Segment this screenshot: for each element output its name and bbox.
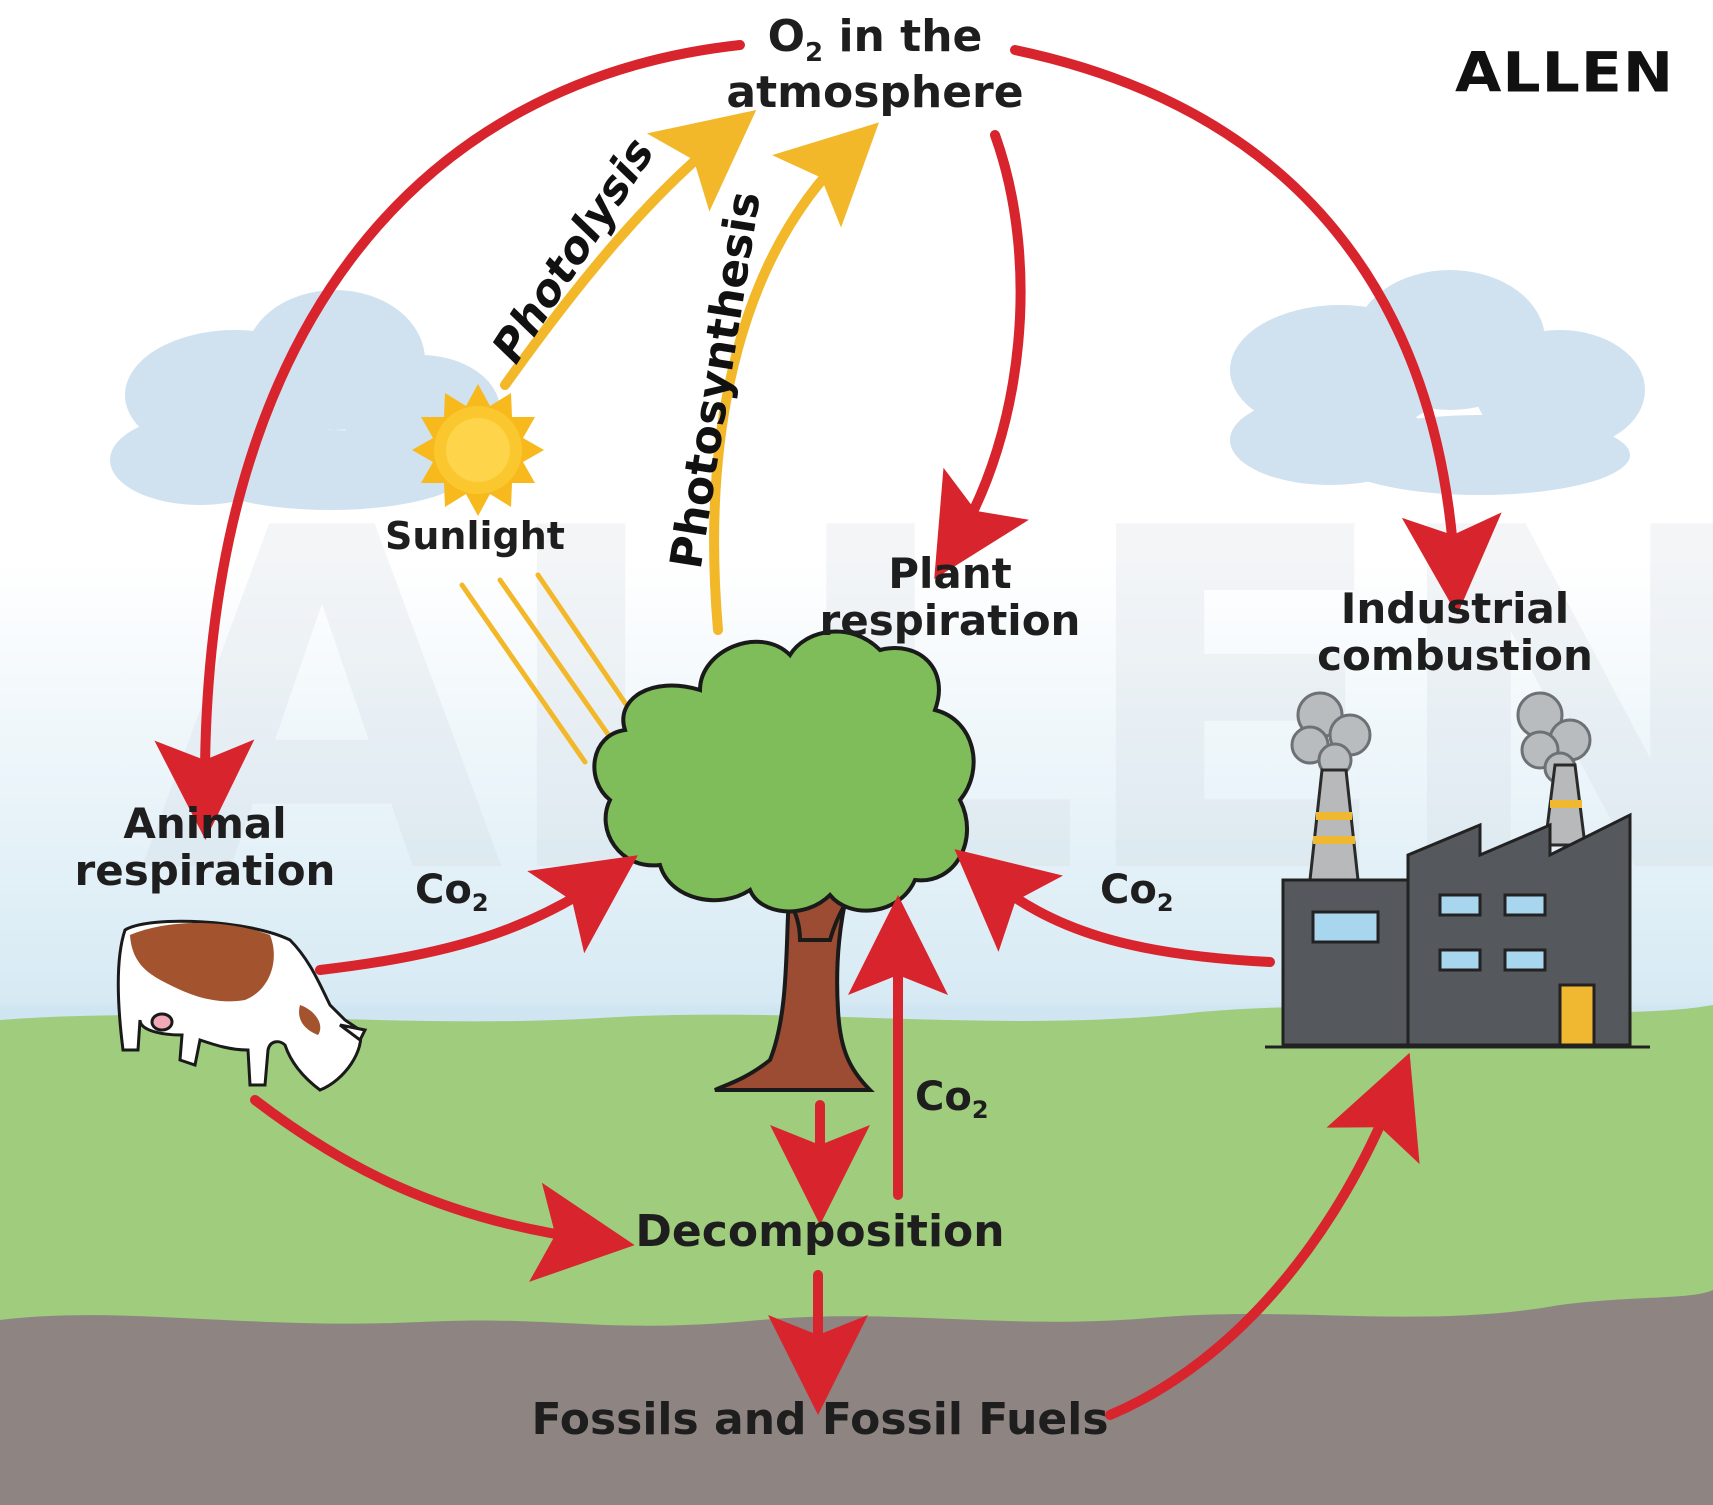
cloud-icon-left — [110, 290, 500, 510]
label-sunlight: Sunlight — [385, 514, 565, 558]
label-decomposition: Decomposition — [635, 1206, 1005, 1257]
arrow-o2-to-animal — [154, 40, 745, 840]
cloud-icon-right — [1230, 270, 1645, 495]
arrow-fossils-to-industry — [1105, 1052, 1420, 1420]
sun-icon — [412, 384, 544, 516]
arrow-o2-to-industry — [1010, 45, 1502, 615]
label-animal-respiration: Animal respiration — [74, 799, 336, 896]
cow-icon — [116, 919, 368, 1092]
label-industrial-combustion: Industrial combustion — [1317, 584, 1593, 681]
brand-logo: ALLEN — [1455, 40, 1675, 106]
arrow-industry-to-tree — [954, 849, 1275, 967]
label-co2-center: Co2 — [915, 1074, 989, 1124]
arrow-photosynthesis — [709, 122, 879, 635]
arrow-o2-to-plant — [934, 130, 1029, 580]
arrow-photolysis — [500, 110, 757, 390]
arrow-animal-to-decomposition — [250, 1095, 635, 1282]
label-o2-atmosphere: O2 in the atmosphere — [726, 11, 1024, 118]
tree-icon — [592, 629, 976, 1092]
label-plant-respiration: Plant respiration — [819, 549, 1081, 646]
factory-icon — [1265, 691, 1650, 1049]
arrow-animal-to-tree — [315, 855, 638, 975]
sunlight-rays — [459, 572, 641, 765]
label-co2-left: Co2 — [415, 867, 489, 917]
label-fossils: Fossils and Fossil Fuels — [531, 1394, 1109, 1445]
label-co2-right: Co2 — [1100, 867, 1174, 917]
